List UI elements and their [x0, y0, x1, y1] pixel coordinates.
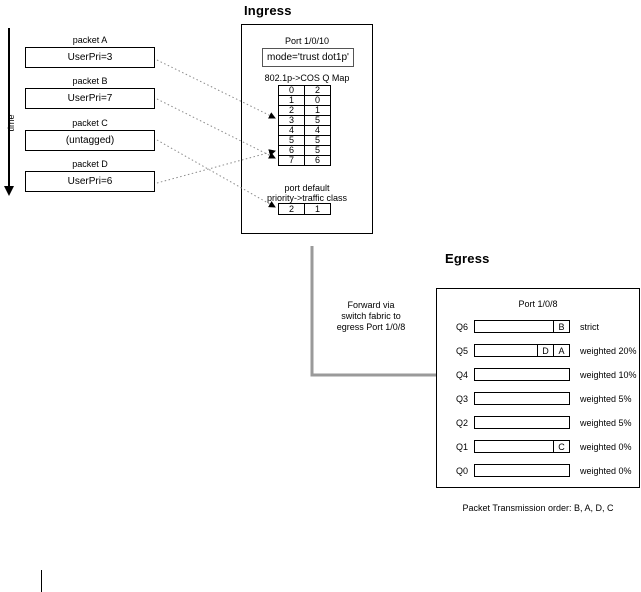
- egress-queue-row: Q2 weighted 5%: [456, 416, 640, 429]
- qmap-queue-cell: 4: [304, 125, 331, 136]
- egress-queue-label: Q2: [456, 417, 469, 428]
- egress-queue-bar: [474, 464, 570, 477]
- forward-note-line1: Forward via: [347, 300, 395, 310]
- egress-queue-label: Q0: [456, 465, 469, 476]
- qmap-queue-cell: 2: [304, 85, 331, 96]
- egress-queue-row: Q3 weighted 5%: [456, 392, 640, 405]
- egress-queue-label: Q6: [456, 321, 469, 332]
- port-default-title-line2: priority->traffic class: [266, 193, 348, 203]
- egress-queued-packet: C: [553, 441, 569, 452]
- qmap-queue-cell: 5: [304, 135, 331, 146]
- egress-queue-bar: [474, 368, 570, 381]
- packet-d-caption: packet D: [72, 159, 108, 169]
- qmap-priority-cell: 6: [278, 145, 305, 156]
- forward-note: Forward via switch fabric to egress Port…: [316, 300, 426, 333]
- ingress-title: Ingress: [244, 3, 292, 18]
- forward-note-line2: switch fabric to: [341, 311, 401, 321]
- egress-queued-packet: A: [553, 345, 569, 356]
- egress-port-label: Port 1/0/8: [518, 299, 558, 309]
- port-default-table: 2 1: [278, 203, 331, 215]
- time-axis-line: [8, 28, 10, 188]
- port-default-title: port default priority->traffic class: [241, 183, 373, 203]
- packet-c-box: (untagged): [25, 130, 155, 151]
- egress-queue-scheduling: weighted 0%: [580, 465, 632, 476]
- qmap-queue-cell: 6: [304, 155, 331, 166]
- qmap-priority-cell: 2: [278, 105, 305, 116]
- egress-queue-row: Q0 weighted 0%: [456, 464, 640, 477]
- ingress-port-label: Port 1/0/10: [284, 36, 330, 46]
- qmap-queue-cell: 1: [304, 105, 331, 116]
- egress-queue-scheduling: strict: [580, 321, 599, 332]
- qmap-queue-cell: 5: [304, 115, 331, 126]
- egress-queue-scheduling: weighted 5%: [580, 417, 632, 428]
- packet-d-box: UserPri=6: [25, 171, 155, 192]
- egress-queue-label: Q4: [456, 369, 469, 380]
- egress-queue-bar: [474, 392, 570, 405]
- egress-queue-scheduling: weighted 5%: [580, 393, 632, 404]
- egress-queue-scheduling: weighted 20%: [580, 345, 637, 356]
- transmission-order-label: Packet Transmission order: B, A, D, C: [462, 503, 614, 513]
- packet-c-caption: packet C: [72, 118, 108, 128]
- qmap-priority-cell: 7: [278, 155, 305, 166]
- qmap-priority-cell: 1: [278, 95, 305, 106]
- egress-queued-packet: D: [537, 345, 553, 356]
- port-default-title-line1: port default: [284, 183, 330, 193]
- qmap-queue-cell: 0: [304, 95, 331, 106]
- egress-panel: [436, 288, 640, 488]
- page-bottom-stub: [41, 570, 42, 592]
- packet-a-caption: packet A: [72, 35, 108, 45]
- egress-queue-label: Q1: [456, 441, 469, 452]
- port-default-priority-cell: 2: [278, 203, 305, 215]
- packet-b-box: UserPri=7: [25, 88, 155, 109]
- egress-queue-label: Q3: [456, 393, 469, 404]
- qmap-queue-cell: 5: [304, 145, 331, 156]
- qmap-title: 802.1p->COS Q Map: [264, 73, 350, 83]
- forward-note-line3: egress Port 1/0/8: [336, 322, 406, 332]
- ingress-mode-box: mode='trust dot1p': [262, 48, 354, 67]
- qmap-priority-cell: 0: [278, 85, 305, 96]
- egress-queue-label: Q5: [456, 345, 469, 356]
- egress-queue-scheduling: weighted 10%: [580, 369, 637, 380]
- egress-queue-bar: [474, 416, 570, 429]
- qmap-priority-cell: 5: [278, 135, 305, 146]
- egress-queue-bar: C: [474, 440, 570, 453]
- packet-a-box: UserPri=3: [25, 47, 155, 68]
- port-default-row: 2 1: [278, 203, 331, 215]
- egress-title: Egress: [445, 251, 490, 266]
- egress-queue-bar: B: [474, 320, 570, 333]
- egress-queue-row: Q4 weighted 10%: [456, 368, 640, 381]
- time-axis-arrowhead: [4, 186, 14, 196]
- packet-b-caption: packet B: [72, 76, 108, 86]
- egress-queue-scheduling: weighted 0%: [580, 441, 632, 452]
- qmap-priority-cell: 4: [278, 125, 305, 136]
- time-axis-label: time: [6, 114, 16, 132]
- egress-queued-packet: B: [553, 321, 569, 332]
- port-default-class-cell: 1: [304, 203, 331, 215]
- qmap-priority-cell: 3: [278, 115, 305, 126]
